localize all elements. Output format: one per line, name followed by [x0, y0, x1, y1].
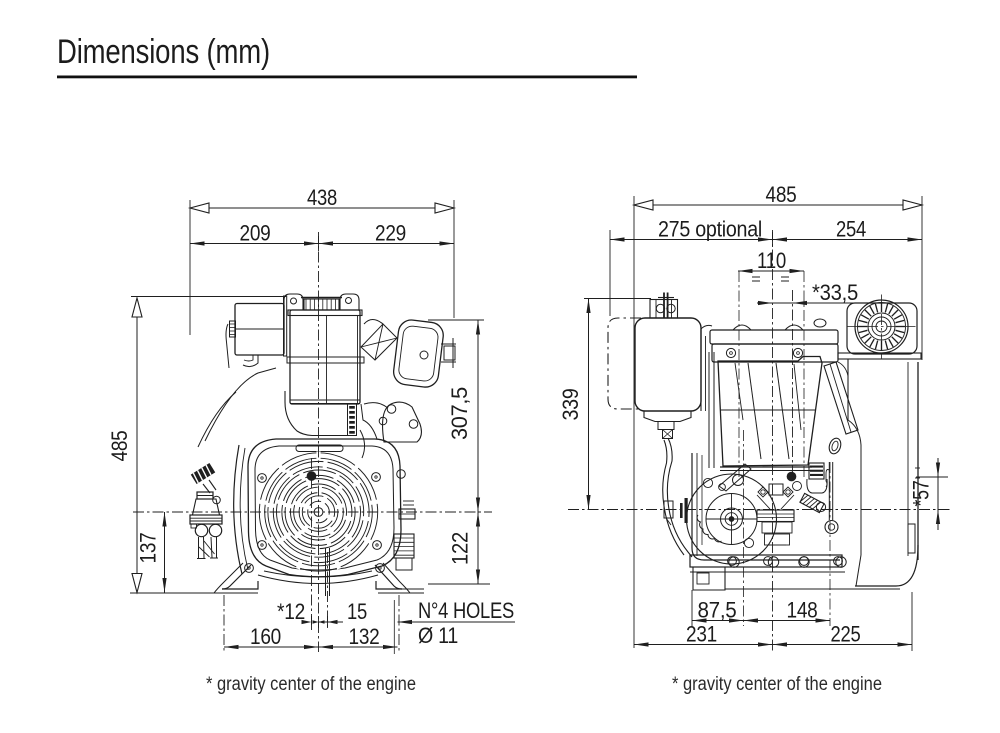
svg-text:15: 15: [347, 599, 367, 624]
svg-text:110: 110: [757, 248, 786, 273]
svg-text:*33,5: *33,5: [812, 280, 858, 305]
svg-text:275 optional: 275 optional: [658, 217, 762, 242]
svg-text:87,5: 87,5: [698, 598, 737, 623]
svg-text:307,5: 307,5: [447, 387, 472, 440]
svg-text:438: 438: [307, 185, 337, 210]
svg-text:*57: *57: [909, 480, 934, 506]
svg-text:137: 137: [136, 532, 161, 563]
svg-text:122: 122: [448, 532, 473, 565]
svg-text:*12: *12: [277, 599, 305, 624]
svg-text:132: 132: [349, 624, 380, 649]
svg-text:* gravity center of the engine: * gravity center of the engine: [672, 674, 882, 695]
svg-text:254: 254: [836, 217, 866, 242]
svg-text:231: 231: [686, 622, 717, 647]
svg-text:148: 148: [787, 598, 818, 623]
svg-text:339: 339: [558, 388, 583, 420]
svg-text:160: 160: [250, 624, 281, 649]
svg-text:485: 485: [107, 430, 132, 461]
svg-text:Ø 11: Ø 11: [418, 623, 458, 648]
svg-text:N°4 HOLES: N°4 HOLES: [418, 598, 514, 623]
svg-text:225: 225: [831, 622, 861, 647]
svg-text:Dimensions (mm): Dimensions (mm): [57, 33, 270, 71]
svg-text:209: 209: [240, 221, 271, 246]
svg-text:* gravity center of the engine: * gravity center of the engine: [206, 674, 416, 695]
svg-text:485: 485: [766, 182, 797, 207]
svg-text:229: 229: [375, 221, 406, 246]
